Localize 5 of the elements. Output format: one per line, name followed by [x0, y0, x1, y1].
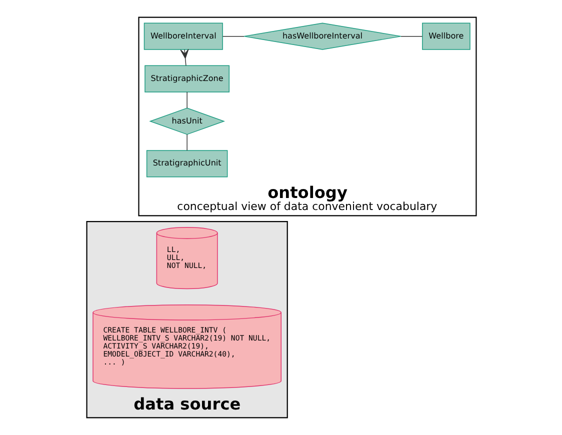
connector: [186, 92, 187, 108]
connector: [180, 48, 188, 66]
connector: [222, 36, 244, 37]
connector: [186, 134, 187, 151]
connector: [400, 36, 422, 37]
